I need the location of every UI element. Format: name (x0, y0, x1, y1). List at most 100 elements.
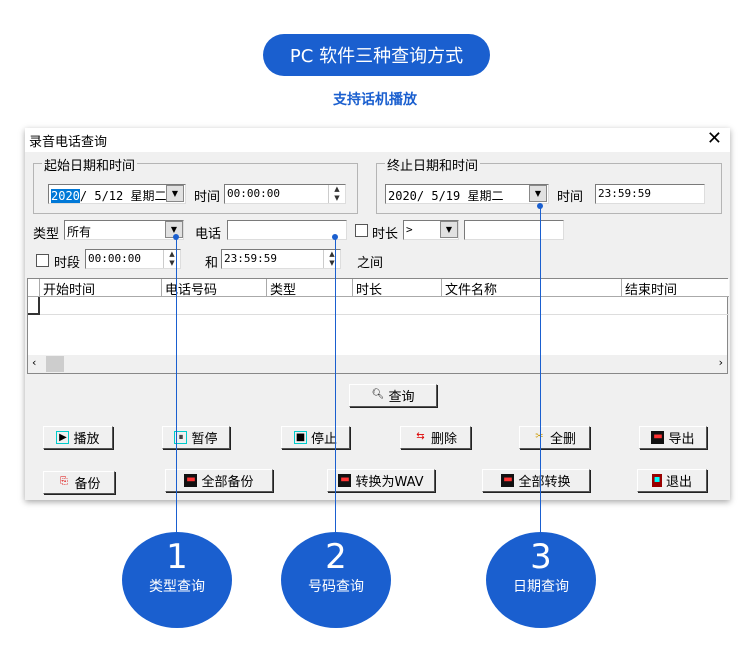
query-dialog: 录音电话查询 ✕ 起始日期和时间 2020/ 5/12 星期二 ▼ 时间 00:… (25, 128, 730, 500)
end-time-input[interactable]: 23:59:59 (595, 184, 705, 204)
backup-all-label: 全部备份 (201, 475, 254, 490)
start-group-label: 起始日期和时间 (42, 155, 138, 174)
query-label: 查询 (388, 390, 415, 405)
exit-label: 退出 (665, 475, 692, 490)
stop-button[interactable]: ■停止 (281, 426, 350, 449)
duration-label: 时长 (372, 227, 399, 242)
phone-input[interactable] (227, 220, 347, 240)
phone-label: 电话 (195, 227, 222, 242)
and-label: 和 (205, 256, 219, 271)
play-button[interactable]: ▶播放 (43, 426, 113, 449)
backup-all-button[interactable]: ▬全部备份 (165, 469, 273, 492)
pause-button[interactable]: ⏸暂停 (162, 426, 230, 449)
period-label: 时段 (54, 256, 81, 271)
header-subtitle: 支持话机播放 (333, 92, 417, 108)
delete-label: 删除 (430, 432, 457, 447)
period-checkbox[interactable] (36, 254, 49, 267)
callout-label: 类型查询 (149, 579, 205, 595)
scroll-right-icon[interactable]: › (718, 356, 723, 369)
magnifier-icon: 🔍︎ (371, 389, 385, 400)
query-button[interactable]: 🔍︎查询 (349, 384, 437, 407)
period-to-spinner[interactable]: ▲▼ (323, 250, 340, 268)
convert-all-button[interactable]: ▬全部转换 (482, 469, 590, 492)
column-header[interactable]: 电话号码 (162, 279, 267, 298)
column-header[interactable]: 时长 (353, 279, 442, 298)
header-title-pill: PC 软件三种查询方式 (263, 34, 490, 76)
callout-dot-3 (537, 203, 543, 209)
floppy-disk-icon: ▬ (184, 474, 198, 487)
convert-wav-button[interactable]: ▬转换为WAV (327, 469, 435, 492)
horizontal-scrollbar[interactable]: ‹ › (28, 355, 727, 373)
type-select[interactable]: 所有 (64, 220, 184, 240)
column-header[interactable]: 文件名称 (442, 279, 622, 298)
table-row[interactable] (28, 297, 40, 315)
delete-button[interactable]: ⇆ 删除 (400, 426, 471, 449)
export-button[interactable]: ▬导出 (639, 426, 707, 449)
stop-icon: ■ (293, 431, 307, 444)
export-label: 导出 (668, 432, 695, 447)
floppy-disk-icon: ▬ (651, 431, 665, 444)
scrollbar-thumb[interactable] (46, 356, 64, 372)
stop-label: 停止 (310, 432, 337, 447)
floppy-disk-icon: ▬ (501, 474, 515, 487)
convert-all-label: 全部转换 (518, 475, 571, 490)
convert-wav-label: 转换为WAV (355, 475, 424, 490)
callout-type-query: 1 类型查询 (122, 532, 232, 628)
start-time-spinner[interactable]: ▲▼ (328, 185, 345, 203)
period-from-spinner[interactable]: ▲▼ (163, 250, 180, 268)
callout-number: 3 (530, 537, 552, 577)
duration-checkbox[interactable] (355, 224, 368, 237)
column-header[interactable]: 结束时间 (622, 279, 729, 298)
callout-line-1 (176, 237, 177, 537)
callout-dot-2 (332, 234, 338, 240)
backup-icon: ⎘ (59, 476, 68, 487)
door-icon: ▪ (651, 474, 662, 487)
row-header-corner (28, 279, 40, 297)
end-date-dropdown-icon[interactable]: ▼ (529, 185, 547, 202)
start-datetime-group: 起始日期和时间 2020/ 5/12 星期二 ▼ 时间 00:00:00 ▲▼ (33, 155, 358, 214)
callout-date-query: 3 日期查询 (486, 532, 596, 628)
floppy-disk-icon: ▬ (338, 474, 352, 487)
pause-icon: ⏸ (174, 431, 188, 444)
delete-all-button[interactable]: ✂全删 (519, 426, 590, 449)
close-icon[interactable]: ✕ (706, 128, 722, 149)
scroll-left-icon[interactable]: ‹ (32, 356, 37, 369)
exit-button[interactable]: ▪退出 (637, 469, 707, 492)
column-header[interactable]: 类型 (267, 279, 353, 298)
backup-label: 备份 (74, 477, 101, 492)
table-row[interactable] (40, 297, 729, 315)
delete-all-label: 全删 (549, 432, 576, 447)
start-date-dropdown-icon[interactable]: ▼ (166, 185, 184, 202)
end-time-label: 时间 (557, 190, 584, 205)
callout-dot-1 (173, 234, 179, 240)
records-table[interactable]: 开始时间 电话号码 类型 时长 文件名称 结束时间 ‹ › (27, 278, 729, 374)
callout-label: 日期查询 (513, 579, 569, 595)
duration-input[interactable] (464, 220, 564, 240)
start-date-picker[interactable]: 2020/ 5/12 星期二 (48, 184, 186, 204)
type-label: 类型 (33, 227, 60, 242)
callout-line-3 (540, 206, 541, 536)
delete-icon: ⇆ (416, 431, 425, 442)
backup-button[interactable]: ⎘ 备份 (43, 471, 115, 494)
period-from-input[interactable]: 00:00:00 (85, 249, 181, 269)
period-to-input[interactable]: 23:59:59 (221, 249, 341, 269)
start-time-label: 时间 (194, 190, 221, 205)
end-date-picker[interactable]: 2020/ 5/19 星期二 (385, 184, 549, 204)
callout-phone-query: 2 号码查询 (281, 532, 391, 628)
play-label: 播放 (73, 432, 100, 447)
callout-label: 号码查询 (308, 579, 364, 595)
end-datetime-group: 终止日期和时间 2020/ 5/19 星期二 ▼ 时间 23:59:59 (376, 155, 722, 214)
play-icon: ▶ (56, 431, 70, 444)
pause-label: 暂停 (191, 432, 218, 447)
column-header[interactable]: 开始时间 (40, 279, 162, 298)
callout-number: 1 (166, 537, 188, 577)
start-date-year: 2020 (51, 189, 80, 203)
end-group-label: 终止日期和时间 (385, 155, 481, 174)
callout-number: 2 (325, 537, 347, 577)
dialog-title: 录音电话查询 (25, 128, 730, 152)
start-time-input[interactable]: 00:00:00 (224, 184, 346, 204)
duration-dropdown-icon[interactable]: ▼ (440, 221, 458, 238)
delete-all-icon: ✂ (533, 431, 546, 444)
between-label: 之间 (357, 256, 384, 271)
start-date-rest: / 5/12 星期二 (79, 189, 167, 203)
